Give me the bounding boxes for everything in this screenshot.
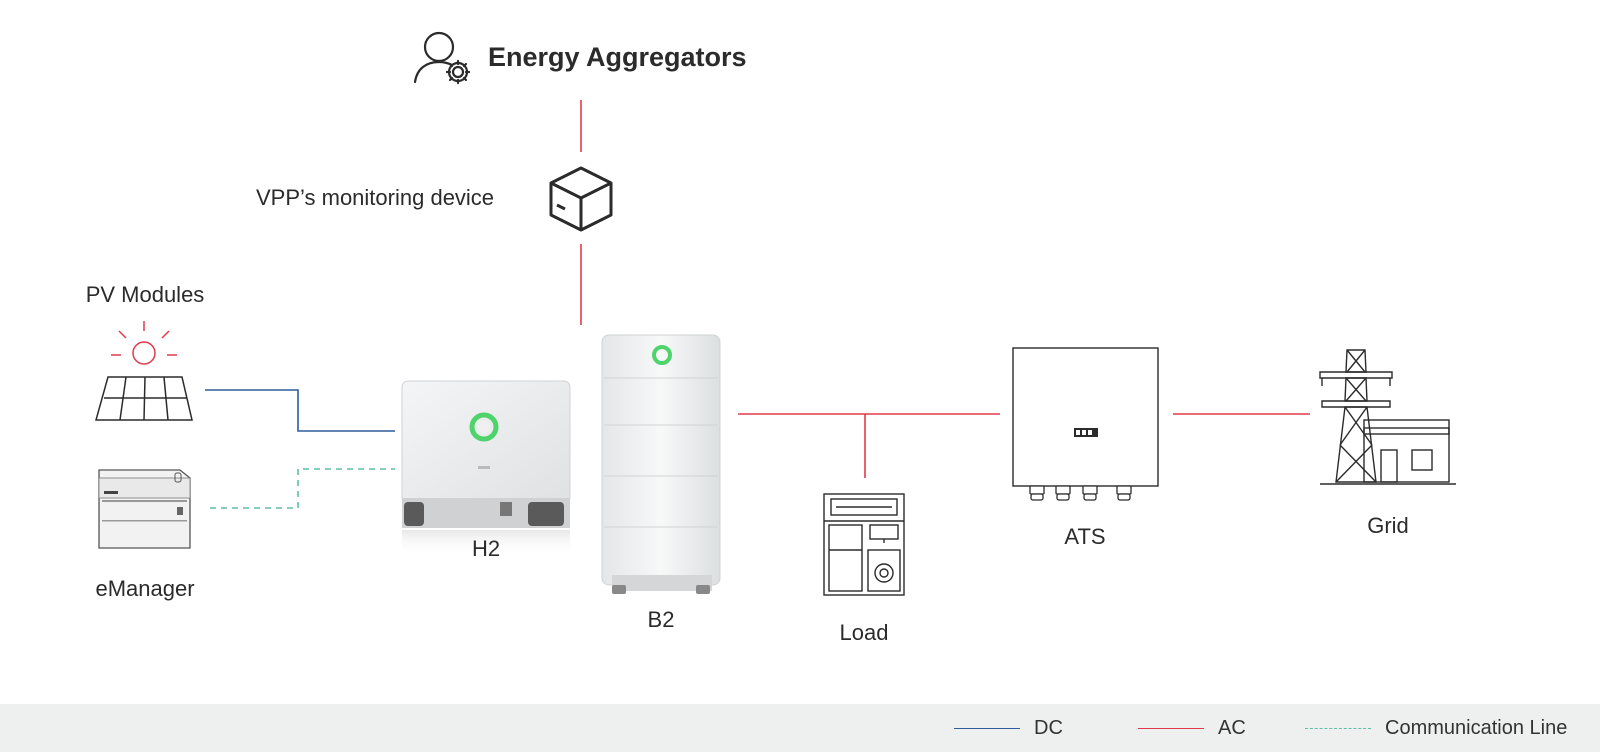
legend-item-dc: DC bbox=[954, 704, 1063, 752]
h2-label: H2 bbox=[471, 536, 501, 561]
legend-label-ac: AC bbox=[1218, 716, 1246, 739]
box-icon bbox=[549, 166, 613, 232]
legend-line-communication bbox=[1305, 727, 1371, 729]
legend-bar: DC AC Communication Line bbox=[0, 704, 1600, 752]
transmission-tower-icon bbox=[1319, 349, 1456, 485]
b2-battery bbox=[601, 334, 721, 594]
ats-box bbox=[1012, 347, 1159, 501]
ats-label: ATS bbox=[1064, 524, 1106, 549]
legend-item-ac: AC bbox=[1138, 704, 1246, 752]
pv-modules-label: PV Modules bbox=[85, 282, 205, 307]
user-gear-icon bbox=[413, 31, 471, 85]
dc-line-pv-h2 bbox=[205, 389, 395, 432]
monitor-device-label: VPP’s monitoring device bbox=[256, 185, 495, 210]
grid-label: Grid bbox=[1367, 513, 1409, 538]
emanager-device bbox=[98, 469, 191, 549]
legend-line-dc bbox=[954, 727, 1020, 729]
h2-inverter bbox=[401, 380, 571, 556]
legend-item-communication: Communication Line bbox=[1305, 704, 1567, 752]
comm-line-emanager-h2 bbox=[210, 468, 395, 509]
sun-icon bbox=[111, 321, 177, 365]
system-diagram bbox=[95, 31, 1456, 596]
b2-label: B2 bbox=[647, 607, 675, 632]
solar-panel-icon bbox=[95, 376, 193, 421]
legend-line-ac bbox=[1138, 727, 1204, 729]
legend-label-communication: Communication Line bbox=[1385, 716, 1568, 739]
page-title: Energy Aggregators bbox=[488, 42, 747, 72]
appliances-icon bbox=[823, 493, 905, 596]
emanager-label: eManager bbox=[95, 576, 195, 601]
load-label: Load bbox=[839, 620, 889, 645]
legend-label-dc: DC bbox=[1034, 716, 1063, 739]
